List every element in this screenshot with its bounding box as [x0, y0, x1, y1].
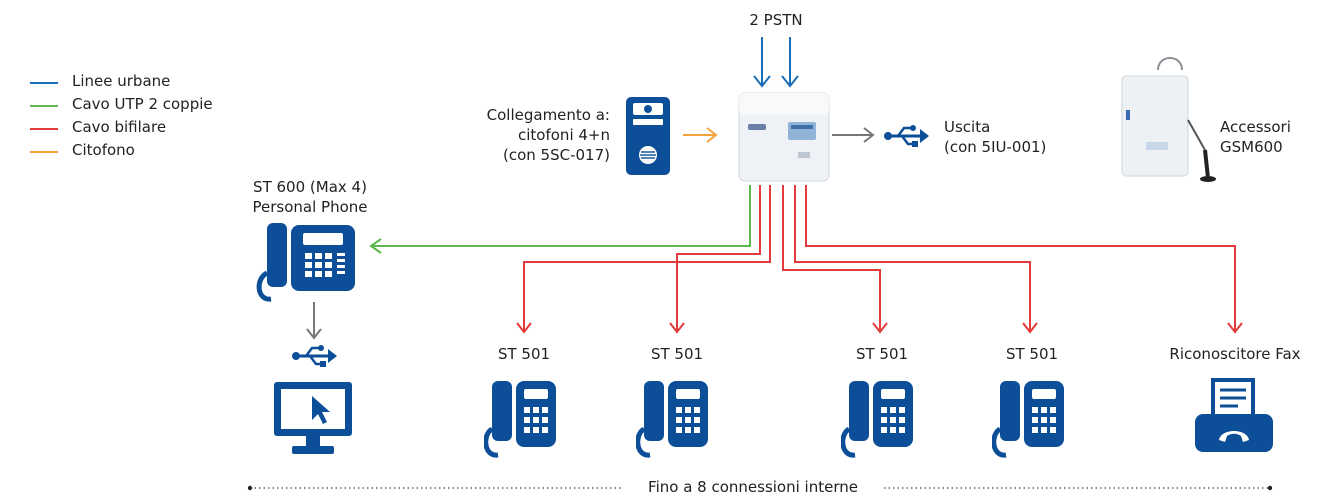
pbx-unit-icon [738, 92, 830, 182]
desk-phone-icon [484, 381, 556, 458]
legend-line-orange [30, 151, 58, 153]
desk-phone-icon [636, 381, 708, 458]
intercom-label-1: Collegamento a: [486, 106, 610, 124]
bifilar-line-3 [782, 185, 888, 334]
pstn-line-2 [781, 37, 799, 88]
pstn-label: 2 PSTN [749, 11, 803, 29]
phone-label-1: ST 501 [497, 345, 551, 363]
desk-phone-icon [841, 381, 913, 458]
phone-label-2: ST 501 [650, 345, 704, 363]
legend-line-green [30, 105, 58, 107]
legend-line-red [30, 128, 58, 130]
personal-phone-label-2: Personal Phone [252, 198, 368, 216]
footer-dotted-line [247, 485, 1273, 491]
utp-line [369, 185, 751, 254]
bifilar-line-1 [516, 185, 771, 334]
footer-label: Fino a 8 connessioni interne [648, 478, 858, 496]
accessories-label-2: GSM600 [1220, 138, 1283, 156]
legend-label: Linee urbane [72, 72, 171, 90]
pstn-line-1 [753, 37, 771, 88]
intercom-arrow [683, 127, 718, 143]
gsm-module-icon [1121, 57, 1216, 182]
accessories-label-1: Accessori [1220, 118, 1291, 136]
monitor-cursor-icon [274, 382, 352, 454]
usb-icon [292, 345, 337, 367]
intercom-panel-icon [626, 97, 670, 175]
usb-icon [884, 125, 929, 147]
bifilar-line-5 [805, 185, 1243, 334]
intercom-label-3: (con 5SC-017) [503, 146, 610, 164]
fax-icon [1195, 378, 1273, 452]
legend-label: Cavo UTP 2 coppie [72, 95, 213, 113]
output-arrow [832, 127, 875, 143]
output-label-2: (con 5IU-001) [944, 138, 1047, 156]
phone-label-4: ST 501 [1005, 345, 1059, 363]
intercom-label-2: citofoni 4+n [518, 126, 610, 144]
output-label-1: Uscita [944, 118, 991, 136]
personal-phone-label-1: ST 600 (Max 4) [253, 178, 367, 196]
desk-phone-icon [992, 381, 1064, 458]
phone-label-3: ST 501 [855, 345, 909, 363]
desk-phone-icon [256, 223, 355, 302]
phone-to-pc-arrow [306, 302, 322, 340]
legend-label: Citofono [72, 141, 135, 159]
legend-label: Cavo bifilare [72, 118, 167, 136]
bifilar-line-4 [794, 185, 1038, 334]
fax-label: Riconoscitore Fax [1169, 345, 1301, 363]
legend-line-blue [30, 82, 58, 84]
bifilar-line-2 [669, 185, 761, 334]
